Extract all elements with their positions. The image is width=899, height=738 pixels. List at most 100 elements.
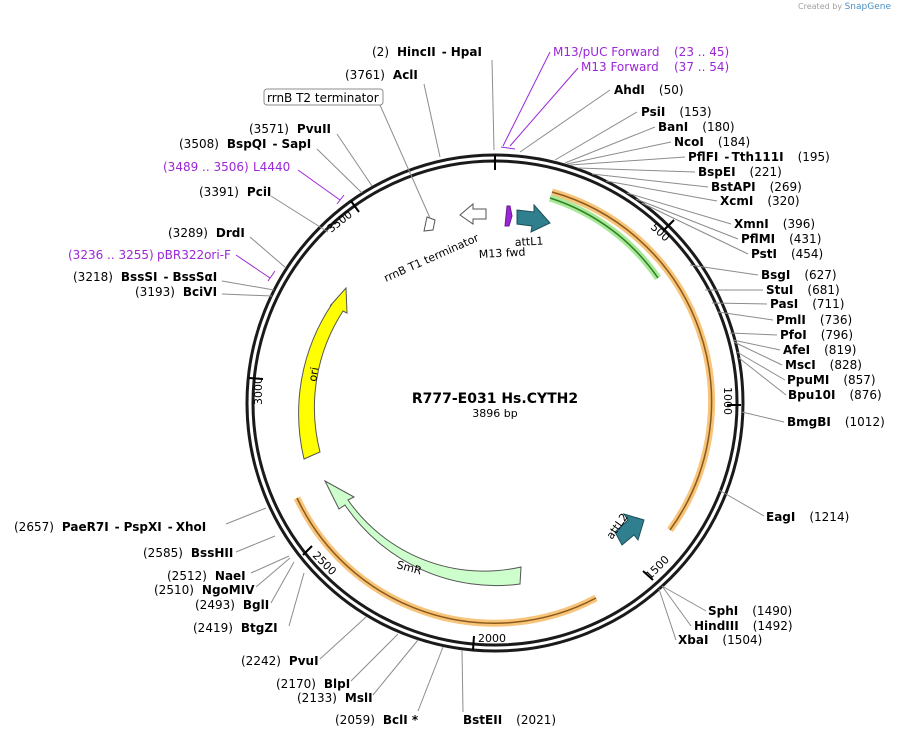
leader-bspei [577, 167, 696, 173]
leader-pflfi [569, 156, 686, 166]
rrnb-t2-box [263, 88, 384, 106]
attL1-arrow [516, 203, 551, 233]
primer-pbr322-name: pBR322ori-F [157, 248, 231, 262]
leader-bsgi [689, 264, 759, 276]
tick-mark-3500 [350, 200, 360, 213]
site-xcmi-pos: (320) [767, 194, 799, 208]
site-drdi: (3289) DrdI [168, 226, 245, 240]
site-bgli-name: BglI [243, 598, 269, 612]
site-psti-pos: (454) [791, 247, 823, 261]
site-bsgi-pos: (627) [804, 268, 836, 282]
leader-xcmi [605, 180, 718, 202]
site-bsshii-pos: (2585) [143, 546, 183, 560]
site-bsshii-name: BssHII [191, 546, 233, 560]
feature-arc-green-core [549, 197, 659, 279]
site-drdi-name: DrdI [216, 226, 245, 240]
leader-bcivi [221, 293, 273, 297]
site-pfoi-pos: (796) [821, 328, 853, 342]
site-paer7i-name: PaeR7I [62, 520, 109, 534]
leader-msli [372, 639, 419, 696]
rrnb-t2-arrow [423, 216, 436, 232]
snapgene-brand: SnapGene [844, 2, 891, 12]
site-ngomiv-pos: (2510) [154, 583, 194, 597]
leader-afei [732, 339, 781, 351]
site-xmni-name: XmnI [734, 217, 769, 231]
leader-rrnb-t2 [379, 104, 431, 219]
site-pmli: PmlI(736) [776, 313, 852, 327]
leader-bstapi [591, 173, 709, 188]
leader-pasi [711, 302, 768, 305]
site-hindiii: HindIII(1492) [694, 619, 793, 633]
site-msci-name: MscI [785, 358, 816, 372]
primer-m13puc-name: M13/pUC Forward [553, 45, 660, 59]
site-pfoi: PfoI (796) [780, 328, 853, 342]
site-pfoi-name: PfoI [780, 328, 807, 342]
site-ppumi-name: PpuMI [787, 373, 829, 387]
leader-pcii [270, 195, 329, 233]
site-pflfi-tth111i: PflFI-Tth111I(195) [688, 150, 830, 164]
site-eagi-pos: (1214) [809, 510, 849, 524]
site-pmli-pos: (736) [820, 313, 852, 327]
site-naei: (2512)NaeI [167, 569, 246, 583]
primer-mark-top [500, 146, 516, 150]
site-bani-pos: (180) [702, 120, 734, 134]
site-btgzi: (2419)BtgZI [193, 621, 278, 635]
leader-bpu10i [738, 357, 787, 396]
site-hincii-name: HincII [397, 45, 436, 59]
leader-l4440 [297, 169, 341, 201]
site-pflfi-name: PflFI [688, 150, 718, 164]
feature-arc-orange-2-core [296, 497, 597, 624]
tick-mark-3000 [248, 377, 264, 380]
site-bpu10i-pos: (876) [849, 388, 881, 402]
site-hincii-hpai: (2)HincII-HpaI [372, 45, 482, 59]
leader-bcli [417, 646, 444, 712]
site-bcivi: (3193)BciVI [135, 285, 217, 299]
leader-bsteii [461, 649, 464, 713]
site-pasi-name: PasI [770, 297, 798, 311]
leader-blpi [350, 633, 399, 682]
site-psti-name: PstI [751, 247, 777, 261]
site-pvui: (2242)PvuI [241, 654, 319, 668]
smr-feature [323, 479, 522, 587]
leader-eagi [718, 489, 765, 517]
site-paer7i-pos: (2657) [14, 520, 54, 534]
site-blpi: (2170)BlpI [276, 677, 350, 691]
site-bspqi-pos: (3508) [179, 137, 219, 151]
leader-pflmi [635, 198, 739, 240]
site-pasi: PasI (711) [770, 297, 844, 311]
leader-m13-puc [502, 51, 551, 147]
leader-btgzi [288, 572, 305, 627]
site-paer7i-pspxi-xhoi: (2657)PaeR7I-PspXI-XhoI [14, 520, 206, 534]
site-bsgi-name: BsgI [761, 268, 790, 282]
tick-mark-2000 [472, 635, 475, 651]
site-pasi-pos: (711) [812, 297, 844, 311]
site-afei-name: AfeI [783, 343, 810, 357]
site-bsteii-pos: (2021) [516, 713, 556, 727]
site-hpai-name: HpaI [451, 45, 482, 59]
site-xbai-pos: (1504) [722, 633, 762, 647]
site-msli: (2133)MslI [297, 691, 373, 705]
leader-psii [554, 111, 638, 161]
site-pvuii: (3571)PvuII [249, 122, 331, 136]
site-bani-name: BanI [658, 120, 688, 134]
site-stui: StuI(681) [766, 283, 840, 297]
site-pflmi-name: PflMI [741, 232, 775, 246]
label-smr: SmR [395, 558, 423, 577]
site-ahdi-pos: (50) [659, 83, 684, 97]
leader-msci [733, 341, 783, 366]
snapgene-credit: Created by SnapGene [798, 2, 891, 12]
attL2-arrow [614, 513, 645, 546]
site-sphi-name: SphI [708, 604, 738, 618]
site-afei-pos: (819) [824, 343, 856, 357]
tick-mark-1500 [642, 570, 654, 581]
site-ahdi: AhdI(50) [614, 83, 684, 97]
leader-psti [641, 202, 749, 255]
site-bsssai-name: BssSαI [172, 270, 217, 284]
site-drdi-pos: (3289) [168, 226, 208, 240]
primer-mark-l4440 [336, 194, 345, 205]
primer-pbr322-range: (3236 .. 3255) [68, 248, 154, 262]
site-bstapi-name: BstAPI [711, 180, 756, 194]
tick-mark-500 [663, 219, 675, 231]
primer-m13fwd-range: (37 .. 54) [674, 60, 729, 74]
site-stui-pos: (681) [807, 283, 839, 297]
